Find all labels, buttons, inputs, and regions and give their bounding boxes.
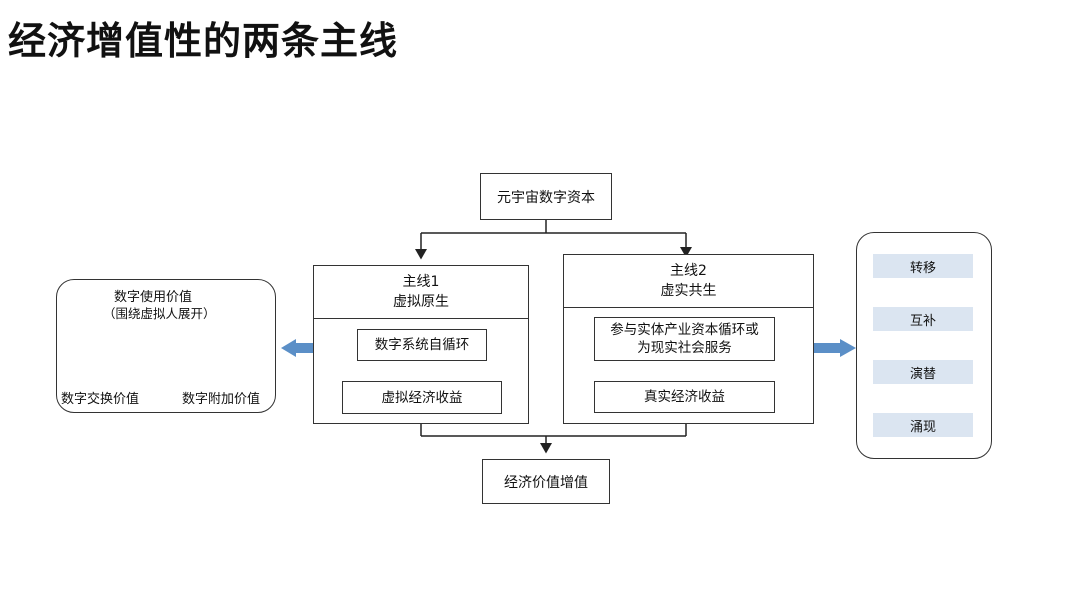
digital-use-value-sub: （围绕虚拟人展开）	[103, 306, 216, 321]
line2-title-b: 虚实共生	[660, 283, 717, 299]
line1-title-b: 虚拟原生	[393, 294, 449, 310]
evolution-panel: 转移 互补 演替 涌现	[856, 232, 992, 459]
digital-use-value-label: 数字使用价值	[114, 290, 193, 305]
line2-title-a: 主线2	[670, 263, 707, 279]
step-succession-label: 演替	[909, 366, 936, 382]
line2-header: 主线2 虚实共生	[564, 255, 813, 308]
digital-exchange-value-label: 数字交换价值	[61, 392, 140, 407]
value-triangle-panel	[56, 279, 276, 413]
line2-step2-label: 真实经济收益	[644, 389, 725, 405]
line1-step1-box: 数字系统自循环	[357, 329, 487, 361]
top-node-digital-capital: 元宇宙数字资本	[480, 173, 612, 220]
line1-header: 主线1 虚拟原生	[314, 266, 528, 319]
line2-panel: 主线2 虚实共生 参与实体产业资本循环或 为现实社会服务 真实经济收益	[563, 254, 814, 424]
step-transfer: 转移	[873, 254, 973, 278]
step-complement: 互补	[873, 307, 973, 331]
step-complement-label: 互补	[909, 313, 936, 329]
line1-panel: 主线1 虚拟原生 数字系统自循环 虚拟经济收益	[313, 265, 529, 424]
step-succession: 演替	[873, 360, 973, 384]
left-block-arrow	[281, 339, 313, 357]
digital-added-value-label: 数字附加价值	[182, 392, 261, 407]
bottom-node-label: 经济价值增值	[504, 474, 588, 491]
step-transfer-label: 转移	[909, 260, 936, 276]
top-node-label: 元宇宙数字资本	[497, 189, 595, 206]
step-emergence: 涌现	[873, 413, 973, 437]
line2-step1-label-b: 为现实社会服务	[637, 340, 732, 356]
line2-step2-box: 真实经济收益	[594, 381, 775, 413]
page-title: 经济增值性的两条主线	[8, 19, 399, 63]
line1-step2-label: 虚拟经济收益	[381, 389, 463, 406]
right-block-arrow	[814, 339, 856, 357]
line1-step2-box: 虚拟经济收益	[342, 381, 502, 414]
step-emergence-label: 涌现	[909, 419, 936, 435]
line2-step1-label-a: 参与实体产业资本循环或	[610, 322, 759, 338]
top-split-connector	[415, 220, 692, 260]
line1-title-a: 主线1	[402, 274, 440, 290]
bottom-merge-connector	[420, 424, 687, 454]
line1-step1-label: 数字系统自循环	[374, 337, 470, 353]
bottom-node-economic-value: 经济价值增值	[482, 459, 610, 504]
line2-step1-box: 参与实体产业资本循环或 为现实社会服务	[594, 317, 775, 361]
